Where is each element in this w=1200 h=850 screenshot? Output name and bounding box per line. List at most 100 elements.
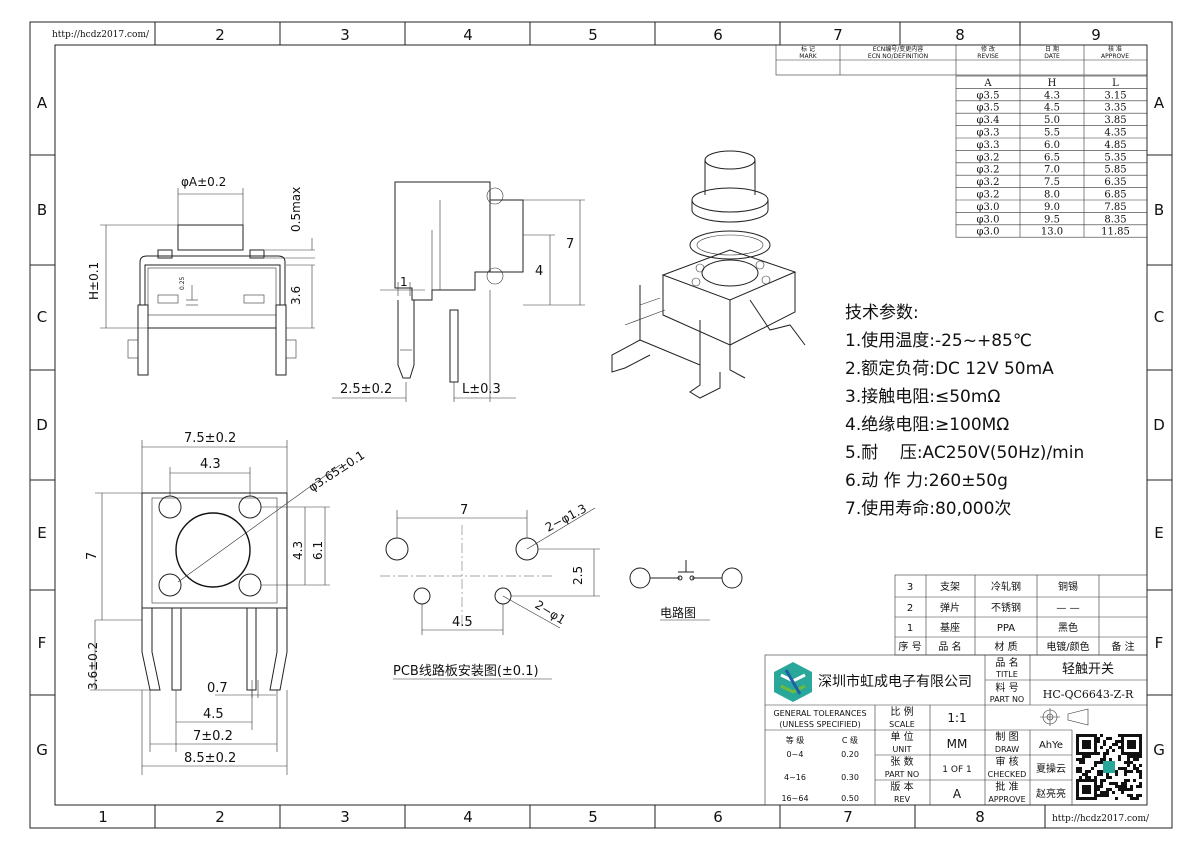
- spec-item: 5.耐 压:AC250V(50Hz)/min: [845, 443, 1084, 463]
- specifications: 技术参数: 1.使用温度:-25~+85℃ 2.额定负荷:DC 12V 50mA…: [845, 303, 1084, 519]
- row-label: B: [37, 201, 47, 219]
- bom-cell: 黑色: [1058, 621, 1078, 634]
- title-label-en: TITLE: [995, 670, 1018, 679]
- rev-header-en: REVISE: [977, 53, 999, 60]
- bom-header: 品 名: [938, 640, 961, 653]
- part-label-cn: 料 号: [995, 681, 1018, 694]
- col-label: 2: [215, 26, 225, 44]
- product-name: 轻触开关: [1062, 662, 1114, 677]
- pcb-dim: 4.5: [452, 615, 473, 630]
- col-label: 4: [463, 808, 473, 826]
- bom-cell: 3: [907, 582, 913, 593]
- row-label: B: [1154, 201, 1164, 219]
- dim-table-cell: φ3.0: [977, 214, 1000, 225]
- spec-item: 4.绝缘电阻:≥100MΩ: [845, 415, 1009, 435]
- tol-value: 0.50: [841, 794, 859, 803]
- dim-table-cell: φ3.5: [977, 103, 1000, 114]
- dim-table-cell: 6.85: [1104, 190, 1126, 201]
- bom-header: 备 注: [1111, 640, 1134, 653]
- dim-label: 1: [400, 275, 408, 289]
- title-label-cn: 品 名: [995, 656, 1018, 669]
- tol-value: 0.30: [841, 773, 859, 782]
- top-column-labels: 2 3 4 5 6 7 8 9: [215, 26, 1101, 44]
- row-label: D: [1153, 416, 1165, 434]
- dim-table-cell: 4.35: [1104, 128, 1126, 139]
- circuit-diagram: 电路图: [629, 560, 743, 621]
- unit-value: MM: [947, 737, 968, 751]
- tol-subtitle: (UNLESS SPECIFIED): [779, 720, 860, 729]
- row-label: D: [36, 416, 48, 434]
- bom-cell: 弹片: [940, 601, 960, 614]
- dim-label: 7: [566, 237, 574, 252]
- rev-header-en: MARK: [799, 53, 817, 60]
- rev-header-cn: ECN编号/变更内容: [873, 45, 924, 53]
- sheet-label-cn: 张 数: [890, 755, 913, 768]
- dim-label: 4.5: [203, 707, 224, 722]
- dim-table-cell: 5.85: [1104, 165, 1126, 176]
- dim-table-cell: 4.3: [1044, 90, 1060, 101]
- tol-header: C 级: [842, 735, 858, 745]
- dim-label: 7: [85, 552, 100, 560]
- projection-symbol-icon: [1040, 708, 1089, 726]
- col-label: 8: [955, 26, 965, 44]
- bom-cell: 铜锡: [1058, 580, 1078, 593]
- col-label: 2: [215, 808, 225, 826]
- dim-table-cell: 5.35: [1104, 152, 1126, 163]
- col-label: 6: [713, 808, 723, 826]
- scale-label-cn: 比 例: [890, 705, 913, 718]
- side-view: 1 7 4 2.5±0.2 L±0.3: [332, 181, 585, 402]
- sheet-value: 1 OF 1: [942, 765, 971, 775]
- dim-label: H±0.1: [87, 262, 101, 300]
- dim-table-cell: 11.85: [1101, 227, 1130, 238]
- dim-label: 7±0.2: [193, 729, 233, 744]
- dim-table-header: H: [1048, 78, 1057, 89]
- circuit-caption: 电路图: [660, 605, 696, 620]
- bom-header: 材 质: [994, 640, 1017, 653]
- dim-table-cell: φ3.2: [977, 152, 1000, 163]
- dim-table-header: L: [1112, 78, 1119, 89]
- qr-code-icon[interactable]: [1076, 734, 1142, 800]
- dim-label: 0.5max: [289, 187, 303, 232]
- col-label: 8: [975, 808, 985, 826]
- row-label: E: [37, 524, 46, 542]
- dim-table-cell: 7.85: [1104, 202, 1126, 213]
- row-label: G: [1153, 741, 1165, 759]
- rev-value: A: [953, 787, 962, 801]
- dim-label: 0.7: [207, 681, 228, 696]
- dim-label: φ3.65±0.1: [306, 448, 367, 494]
- row-labels-left: A B C D E F G: [36, 94, 48, 759]
- dim-table-cell: 7.5: [1044, 177, 1060, 188]
- col-label: 3: [340, 26, 350, 44]
- approve-label-en: APPROVE: [988, 795, 1025, 804]
- col-label: 9: [1091, 26, 1101, 44]
- dim-table-cell: 3.15: [1104, 90, 1126, 101]
- dim-table-cell: φ3.5: [977, 90, 1000, 101]
- dim-table-cell: φ3.0: [977, 202, 1000, 213]
- dim-table-cell: 5.0: [1044, 115, 1060, 126]
- row-label: C: [1154, 308, 1164, 326]
- rev-header-cn: 核 准: [1108, 45, 1122, 53]
- bom-header: 序 号: [898, 640, 921, 653]
- dim-table-cell: 4.5: [1044, 103, 1060, 114]
- dim-label: 3.6±0.2: [86, 642, 100, 690]
- bottom-column-labels: 1 2 3 4 5 6 7 8: [98, 808, 985, 826]
- row-label: A: [1154, 94, 1165, 112]
- col-label: 6: [713, 26, 723, 44]
- dim-table-cell: φ3.4: [977, 115, 1000, 126]
- rev-header-en: ECN NO/DEFINITION: [868, 53, 928, 60]
- pcb-layout: 7 2−φ1.3 2.5 4.5 2−φ1 PCB线路板安装图(±0.1): [380, 501, 600, 680]
- dim-table-cell: 7.0: [1044, 165, 1060, 176]
- tol-title: GENERAL TOLERANCES: [773, 709, 866, 718]
- row-label: F: [38, 634, 47, 652]
- dim-table-cell: φ3.3: [977, 128, 1000, 139]
- bom-cell: 冷轧钢: [991, 580, 1021, 593]
- dim-label: 8.5±0.2: [184, 751, 236, 766]
- url-top[interactable]: http://hcdz2017.com/: [52, 30, 150, 40]
- row-label: C: [37, 308, 47, 326]
- url-bottom[interactable]: http://hcdz2017.com/: [1052, 814, 1150, 824]
- tol-range: 0~4: [787, 750, 804, 759]
- unit-label-cn: 单 位: [890, 730, 913, 743]
- bom-cell: 基座: [940, 621, 960, 634]
- dim-label: φA±0.2: [181, 175, 226, 189]
- bom-cell: 1: [907, 623, 913, 634]
